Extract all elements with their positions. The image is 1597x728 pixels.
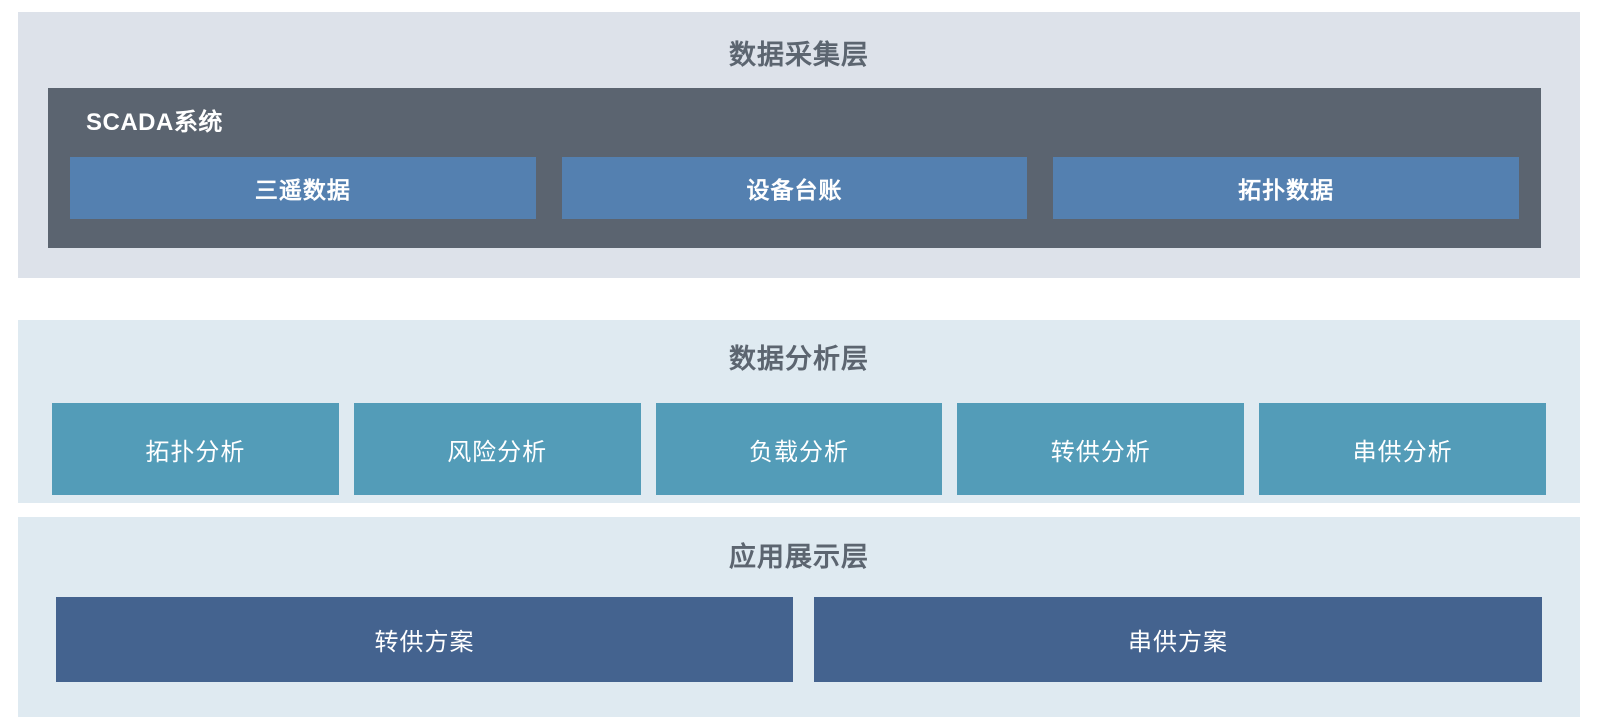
application-item-list: 转供方案 串供方案 [56,597,1542,682]
layer-application-display: 应用展示层 转供方案 串供方案 [18,517,1580,717]
analysis-item-load[interactable]: 负载分析 [655,403,943,495]
layer-data-collection: 数据采集层 SCADA系统 三遥数据 设备台账 拓扑数据 [18,12,1580,278]
scada-group-label: SCADA系统 [86,109,223,136]
layer-title-data-analysis: 数据分析层 [729,344,869,374]
scada-item-topology-data[interactable]: 拓扑数据 [1053,157,1520,219]
application-item-series-supply-plan[interactable]: 串供方案 [814,597,1542,682]
analysis-item-series-supply[interactable]: 串供分析 [1259,403,1546,495]
analysis-item-risk[interactable]: 风险分析 [353,403,641,495]
layer-data-analysis: 数据分析层 拓扑分析 风险分析 负载分析 转供分析 串供分析 [18,320,1580,503]
analysis-item-transfer-supply[interactable]: 转供分析 [957,403,1245,495]
scada-item-list: 三遥数据 设备台账 拓扑数据 [70,157,1520,219]
application-item-transfer-supply-plan[interactable]: 转供方案 [56,597,793,682]
scada-group-box: SCADA系统 三遥数据 设备台账 拓扑数据 [48,88,1541,248]
layer-title-application-display: 应用展示层 [729,542,869,572]
analysis-item-topology[interactable]: 拓扑分析 [52,403,339,495]
analysis-item-list: 拓扑分析 风险分析 负载分析 转供分析 串供分析 [52,403,1546,495]
scada-item-equipment-ledger[interactable]: 设备台账 [561,157,1028,219]
layer-title-data-collection: 数据采集层 [729,40,869,70]
scada-item-telemetry[interactable]: 三遥数据 [70,157,536,219]
